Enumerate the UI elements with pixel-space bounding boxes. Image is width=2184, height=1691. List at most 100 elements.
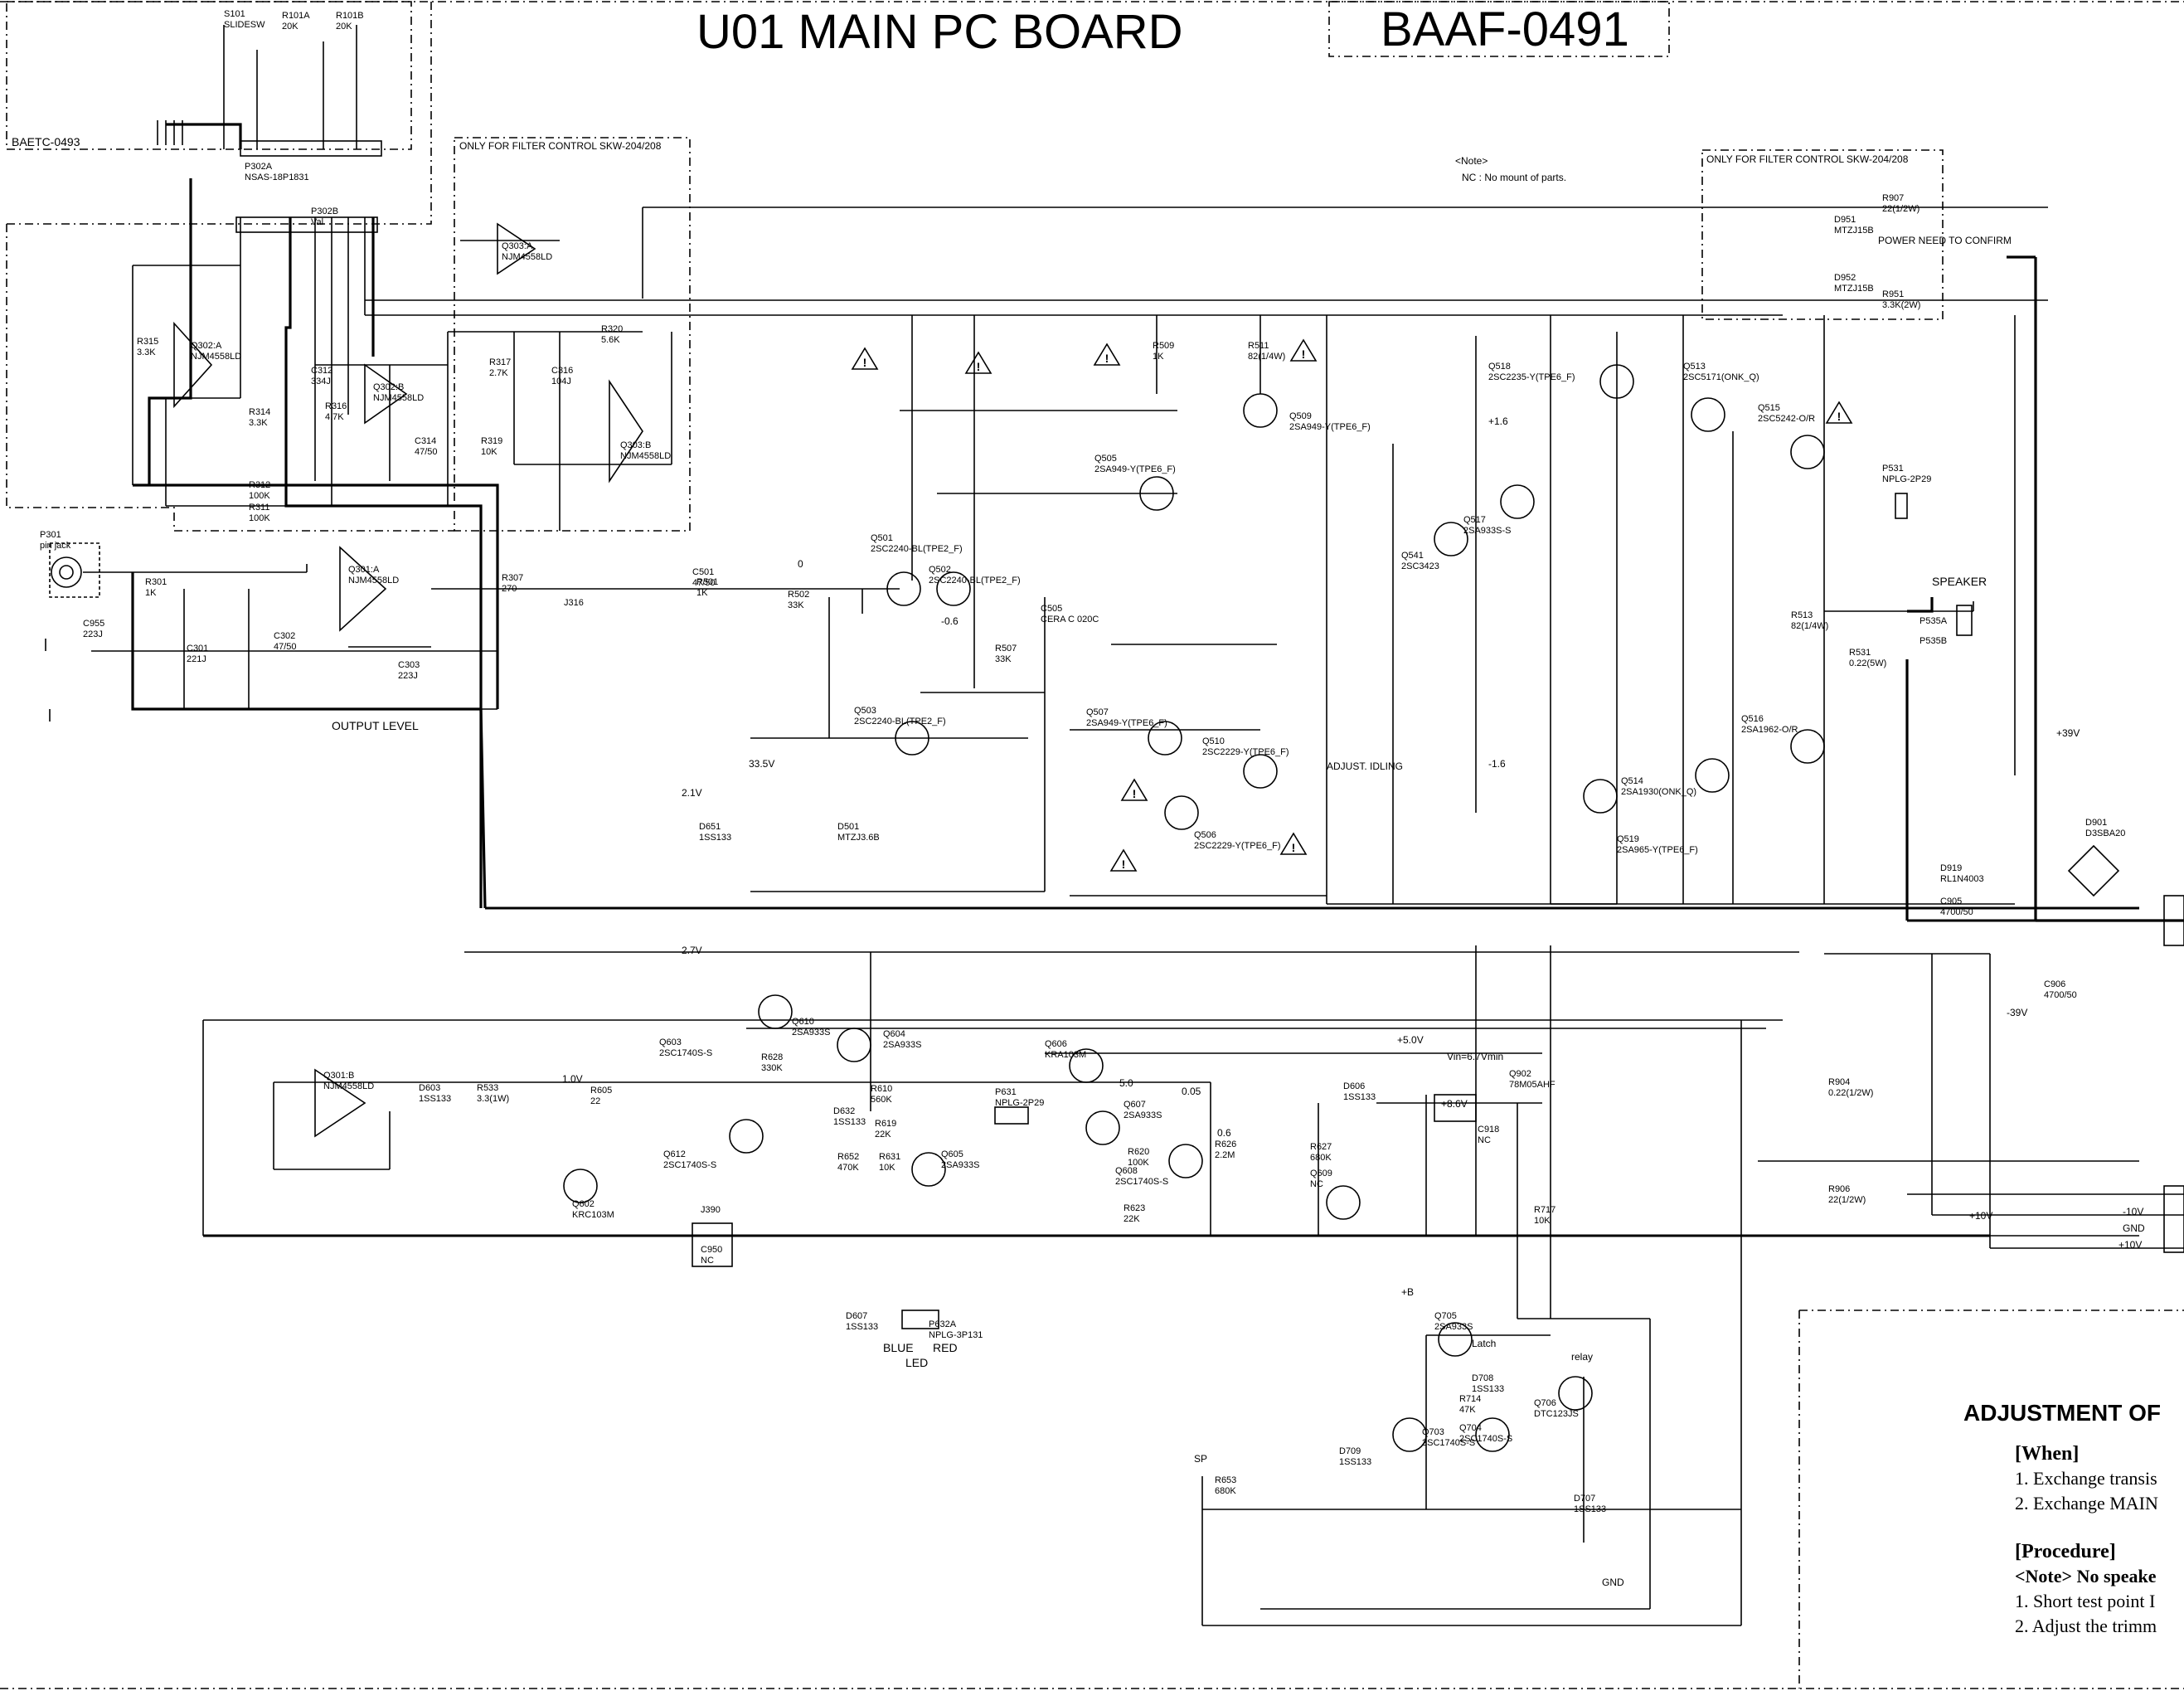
capacitor-label: 47/50 (415, 447, 438, 457)
wiring (83, 25, 2184, 1626)
capacitor-label: C301 (187, 644, 208, 654)
resistor-label: 0.22(1/2W) (1828, 1088, 1873, 1098)
capacitor-label: 47/50 (692, 578, 716, 588)
transistor-label: KRA103M (1045, 1050, 1086, 1060)
voltage-label: 0.6 (1217, 1127, 1231, 1139)
resistor-label: 560K (871, 1095, 892, 1105)
connector-label: SLIDESW (224, 20, 265, 30)
capacitor-label: C501 (692, 567, 714, 577)
resistor-label: 680K (1310, 1153, 1332, 1163)
capacitor-label: C906 (2044, 979, 2065, 989)
connector-label: 78M05AHF (1509, 1080, 1555, 1090)
transistor-label: 2SC1740S-S (1115, 1177, 1168, 1187)
capacitor-labels: C955223JC301221JC30247/50C303223JC312334… (83, 366, 2077, 1266)
transistor-label: 2SC1740S-S (659, 1048, 712, 1058)
connector-label: P535A (1919, 616, 1948, 626)
transistor-label: Q703 (1422, 1427, 1444, 1437)
diode-label: D708 (1472, 1373, 1493, 1383)
transistor-label: 2SA933S (1124, 1110, 1162, 1120)
diode-label: D607 (846, 1311, 867, 1321)
transistor-label: Q507 (1086, 707, 1109, 717)
transistor-label: 2SA933S (883, 1040, 921, 1050)
resistor-label: R317 (489, 357, 511, 367)
vin-label: Vin=6.7Vmin (1447, 1051, 1503, 1062)
resistor-label: R714 (1459, 1394, 1481, 1404)
transistor-label: 2SA949-Y(TPE6_F) (1094, 464, 1176, 474)
resistor-label: R311 (249, 503, 269, 513)
diode-label: D707 (1574, 1494, 1595, 1504)
when-item-1: 1. Exchange transis (2015, 1468, 2157, 1489)
capacitor-label: 4700/50 (2044, 990, 2077, 1000)
filter-label-left: ONLY FOR FILTER CONTROL SKW-204/208 (459, 140, 662, 152)
resistor-label: R509 (1153, 341, 1174, 351)
resistor-label: 1K (696, 588, 708, 598)
transistor-label: 2SA965-Y(TPE6_F) (1617, 845, 1698, 855)
transistor-label: Q605 (941, 1149, 963, 1159)
sub-board-code: BAETC-0493 (12, 135, 80, 148)
svg-text:!: ! (1105, 352, 1109, 365)
transistor-label: Q515 (1758, 403, 1780, 413)
transistor-label: Q514 (1621, 776, 1643, 786)
opamp-label: Q302:A (191, 341, 222, 351)
resistor-label: 33K (995, 654, 1012, 664)
resistor-label: R605 (590, 1086, 612, 1096)
transistor-label: 2SC1740S-S (1422, 1438, 1475, 1448)
diode-label: 1SS133 (1339, 1457, 1371, 1467)
resistor-label: R533 (477, 1083, 498, 1093)
warning-marks: !! !! !! !! (863, 347, 1842, 871)
opamp-label: Q302:B (373, 382, 404, 392)
diode-label: D603 (419, 1083, 440, 1093)
capacitor-label: C505 (1041, 604, 1062, 614)
resistor-label: R314 (249, 407, 270, 417)
transistor-label: 2SA949-Y(TPE6_F) (1086, 718, 1167, 728)
transistor-label: 2SC2240-BL(TPE2_F) (854, 717, 946, 726)
diode-label: MTZJ15B (1834, 284, 1874, 294)
resistor-label: R951 (1882, 289, 1904, 299)
resistor-label: 82(1/4W) (1248, 352, 1285, 362)
resistor-label: 5.6K (601, 335, 620, 345)
resistor-label: 82(1/4W) (1791, 621, 1828, 631)
resistor-label: R316 (325, 401, 347, 411)
connector-label: P301 (40, 530, 61, 540)
resistor-label: R627 (1310, 1142, 1332, 1152)
connector-label: J390 (701, 1205, 721, 1215)
rail-label: +10V (2118, 1239, 2142, 1251)
resistor-label: 22(1/2W) (1828, 1195, 1866, 1205)
resistor-label: 3.3K (137, 347, 156, 357)
adjustment-heading: ADJUSTMENT OF (1963, 1400, 2161, 1426)
transistor-label: Q606 (1045, 1039, 1067, 1049)
resistor-label: 4.7K (325, 412, 344, 422)
capacitor-label: C314 (415, 436, 436, 446)
svg-text:!: ! (1837, 410, 1842, 423)
transistor-label: Q608 (1115, 1166, 1138, 1176)
transistor-label: Q510 (1202, 736, 1225, 746)
opamp-label: Q303:A (502, 241, 533, 251)
pin-jack-symbol (49, 542, 100, 598)
warning-triangles (851, 338, 1853, 872)
svg-text:!: ! (1292, 841, 1296, 854)
diode-label: 1SS133 (833, 1117, 866, 1127)
ground-symbols (45, 120, 183, 722)
connector-label: D901 (2085, 818, 2107, 828)
resistor-label: R319 (481, 436, 502, 446)
transistor-label: 2SC2240-BL(TPE2_F) (871, 544, 963, 554)
connector-label: P632A (929, 1319, 957, 1329)
page-title: U01 MAIN PC BOARD (696, 5, 1183, 59)
svg-text:!: ! (1133, 787, 1137, 800)
transistor-label: Q517 (1463, 515, 1486, 525)
resistor-label: 22K (1124, 1214, 1140, 1224)
resistor-label: R620 (1128, 1147, 1149, 1157)
opamp-label: NJM4558LD (502, 252, 552, 262)
transistor-label: Q502 (929, 565, 951, 575)
voltage-label: +10V (1969, 1210, 1992, 1222)
voltage-label: 0 (798, 558, 803, 570)
resistor-label: R717 (1534, 1205, 1555, 1215)
output-level-label: OUTPUT LEVEL (332, 719, 419, 732)
opamp-label: NJM4558LD (191, 352, 241, 362)
resistor-label: 10K (879, 1163, 895, 1173)
note-text: NC : No mount of parts. (1462, 172, 1566, 183)
power-note: POWER NEED TO CONFIRM (1878, 235, 2012, 246)
when-item-2: 2. Exchange MAIN (2015, 1493, 2158, 1514)
